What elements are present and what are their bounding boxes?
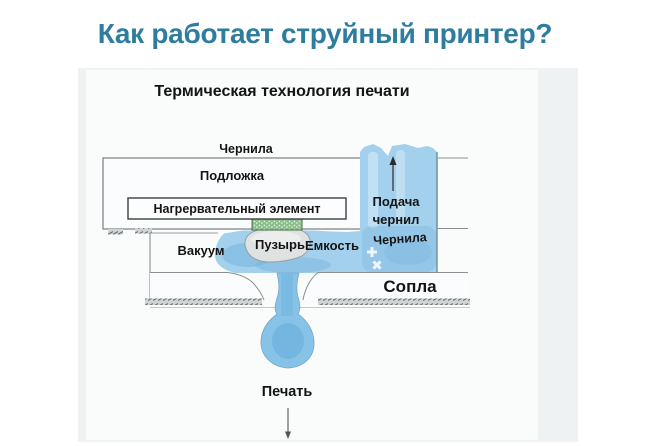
- nozzle-hatch-right: [318, 298, 470, 305]
- substrate-label: Подложка: [200, 168, 265, 183]
- printhead-diagram: Термическая технология печати: [86, 70, 538, 440]
- chamber-label: Емкость: [305, 238, 359, 253]
- ink-drop: [260, 272, 315, 369]
- nozzle-plate-right: [302, 272, 470, 301]
- flow-pattern-icon: [367, 247, 382, 270]
- print-label: Печать: [262, 384, 313, 400]
- nozzle-plate-left: [150, 272, 265, 301]
- up-arrow-icon: [389, 156, 397, 191]
- diagram-panel: Термическая технология печати: [78, 68, 578, 442]
- ink-supply-label-line2: чернил: [373, 212, 420, 227]
- nozzle-hatch-left: [145, 298, 262, 305]
- bubble-label: Пузырь: [255, 237, 305, 252]
- ink-supply-label-line1: Подача: [372, 194, 420, 209]
- heater-label: Нагрервательный элемент: [154, 202, 321, 216]
- ink-top-label: Чернила: [219, 142, 274, 156]
- heater-element: [251, 218, 303, 231]
- nozzles-label: Сопла: [383, 277, 437, 296]
- slide-title: Как работает струйный принтер?: [97, 18, 553, 49]
- down-arrow-icon: [285, 408, 291, 439]
- vacuum-label: Вакуум: [177, 243, 224, 258]
- wall-hatch-icon: [135, 228, 152, 234]
- diagram-title: Термическая технология печати: [154, 83, 409, 100]
- wall-hatch-icon: [108, 229, 123, 235]
- ink-right-label: Чернила: [373, 230, 428, 248]
- heater-box: [127, 197, 347, 220]
